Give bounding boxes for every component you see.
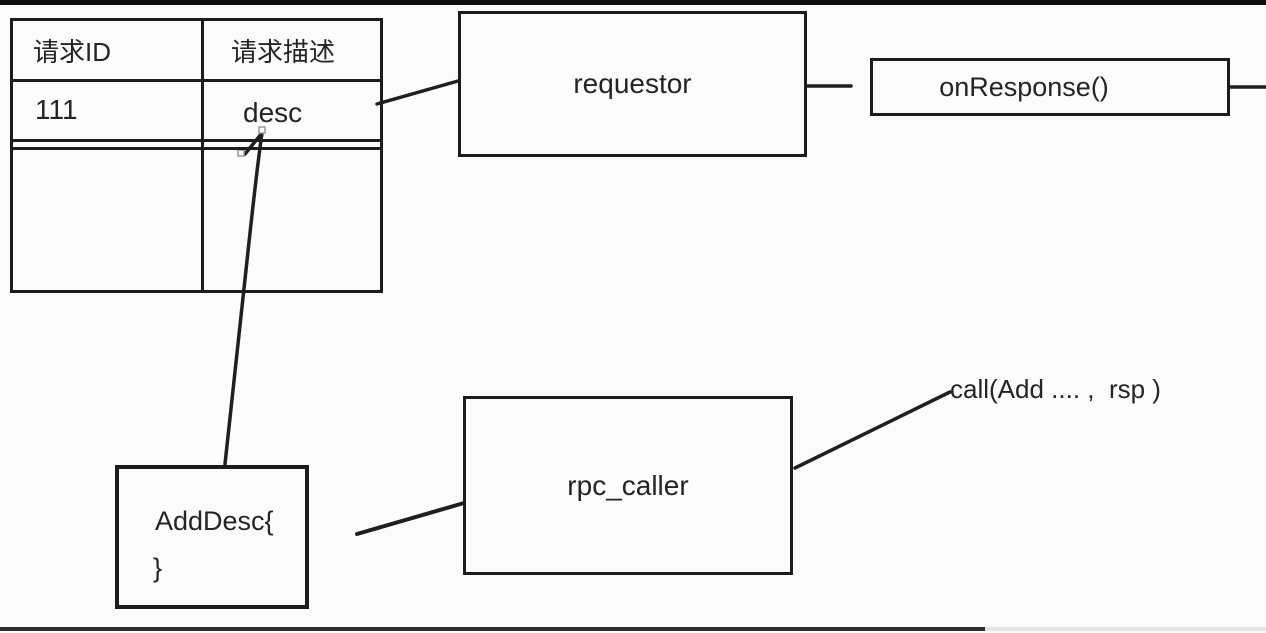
handle-artifact (258, 126, 266, 134)
rpc-caller-label: rpc_caller (567, 469, 689, 501)
table-cell-request-desc: desc (243, 97, 303, 128)
onresponse-node: onResponse() (870, 58, 1230, 116)
request-table: 请求ID 请求描述 111 desc (10, 18, 383, 293)
onresponse-label: onResponse() (939, 71, 1109, 102)
video-seekbar-progress (0, 627, 985, 631)
table-header-request-id: 请求ID (33, 37, 112, 67)
rpc-caller-node: rpc_caller (463, 396, 793, 575)
handle-artifact (237, 149, 245, 157)
connector-adddesc-to-rpccaller (355, 501, 466, 536)
adddesc-node: AddDesc{ } (115, 465, 309, 609)
requestor-label: requestor (573, 68, 692, 99)
requestor-node: requestor (458, 11, 807, 157)
adddesc-label-line2: } (153, 553, 163, 583)
table-row-divider (13, 139, 380, 142)
table-header-request-desc: 请求描述 (231, 37, 336, 67)
connector-adddesc-to-desc (223, 131, 264, 466)
call-annotation: call(Add .... , rsp ) (950, 374, 1161, 404)
connector-rpccaller-to-call (793, 390, 952, 470)
table-row-divider-double (13, 147, 380, 150)
connector-table-to-requestor (375, 79, 460, 106)
video-seekbar[interactable] (0, 627, 1266, 631)
top-letterbox-bar (0, 0, 1266, 5)
table-column-divider (201, 21, 204, 290)
adddesc-label-line1: AddDesc{ (155, 506, 274, 536)
arrowhead (243, 131, 264, 156)
table-header-divider (13, 79, 380, 82)
table-cell-request-id: 111 (35, 94, 78, 125)
